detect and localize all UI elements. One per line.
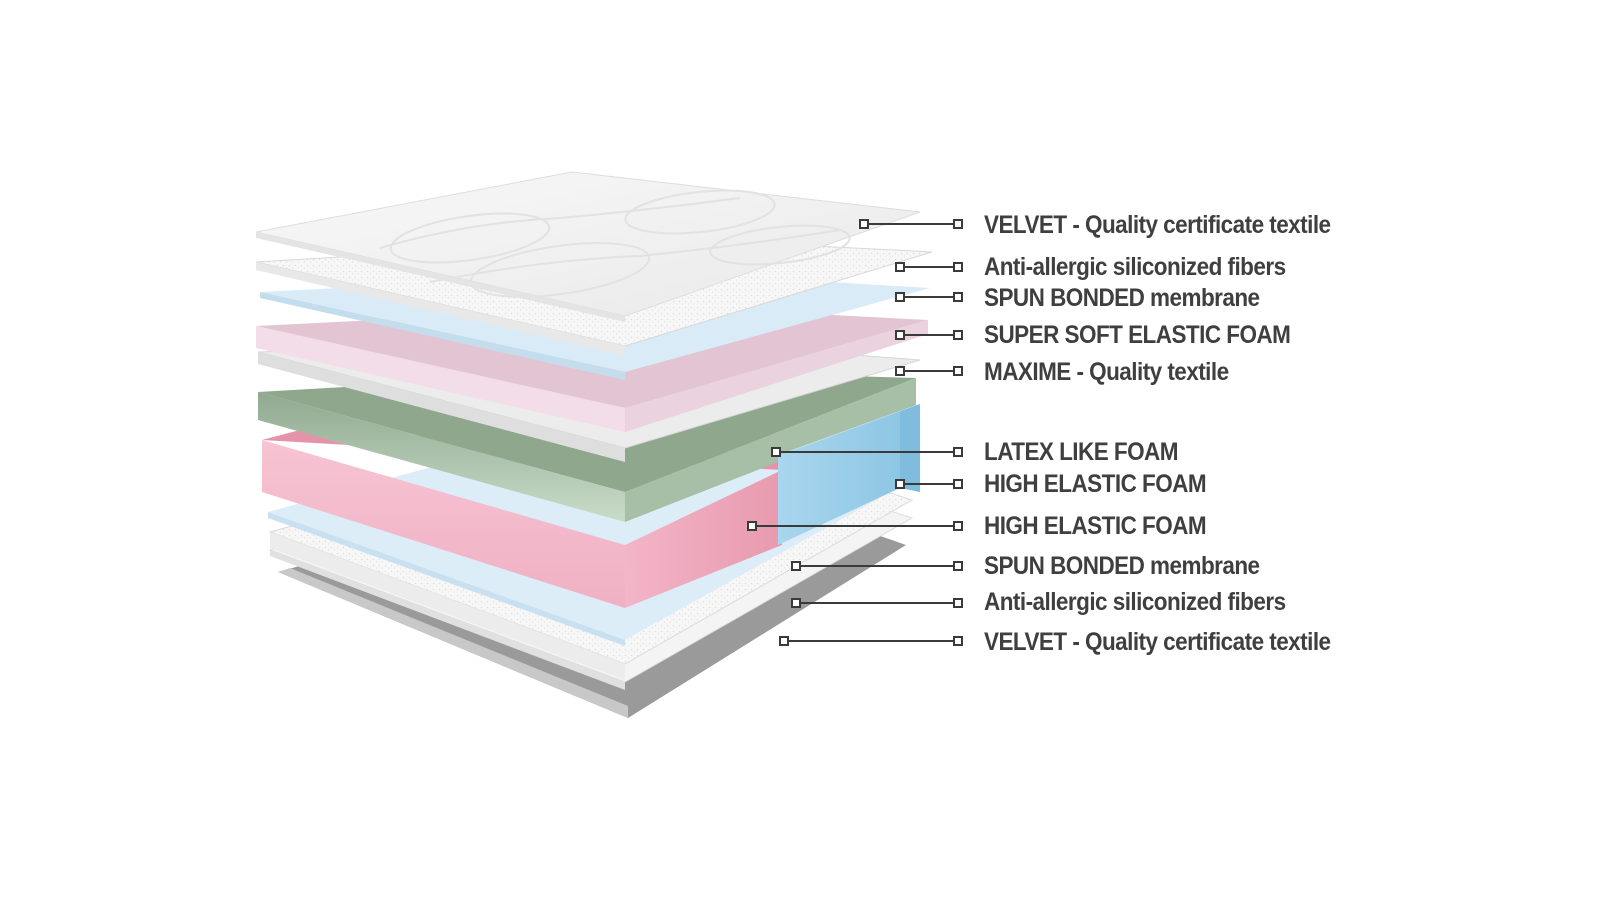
layer-label-high-elastic-foam-blue: HIGH ELASTIC FOAM xyxy=(984,470,1207,498)
latex-like-foam-front xyxy=(258,392,625,522)
layer-label-latex-like-foam: LATEX LIKE FOAM xyxy=(984,438,1179,466)
layer-label-maxime-textile: MAXIME - Quality textile xyxy=(984,358,1229,386)
layer-label-fibers-top: Anti-allergic siliconized fibers xyxy=(984,253,1286,281)
pink-high-elastic-foam-side xyxy=(625,470,782,608)
layer-label-high-elastic-foam-pink: HIGH ELASTIC FOAM xyxy=(984,512,1207,540)
layer-label-velvet-bottom: VELVET - Quality certificate textile xyxy=(984,628,1331,656)
layer-label-velvet-top: VELVET - Quality certificate textile xyxy=(984,211,1331,239)
layer-label-spun-bonded-bottom: SPUN BONDED membrane xyxy=(984,552,1260,580)
layer-label-super-soft-foam: SUPER SOFT ELASTIC FOAM xyxy=(984,321,1291,349)
pink-high-elastic-foam-front xyxy=(262,440,625,608)
layer-label-fibers-bottom: Anti-allergic siliconized fibers xyxy=(984,588,1286,616)
callout-lines xyxy=(747,219,963,646)
quilt-pattern xyxy=(379,189,851,298)
layer-label-spun-bonded-top: SPUN BONDED membrane xyxy=(984,284,1260,312)
latex-like-foam-side xyxy=(625,378,916,522)
super-soft-elastic-foam-front xyxy=(256,326,625,432)
blue-high-elastic-foam-side xyxy=(900,404,920,492)
